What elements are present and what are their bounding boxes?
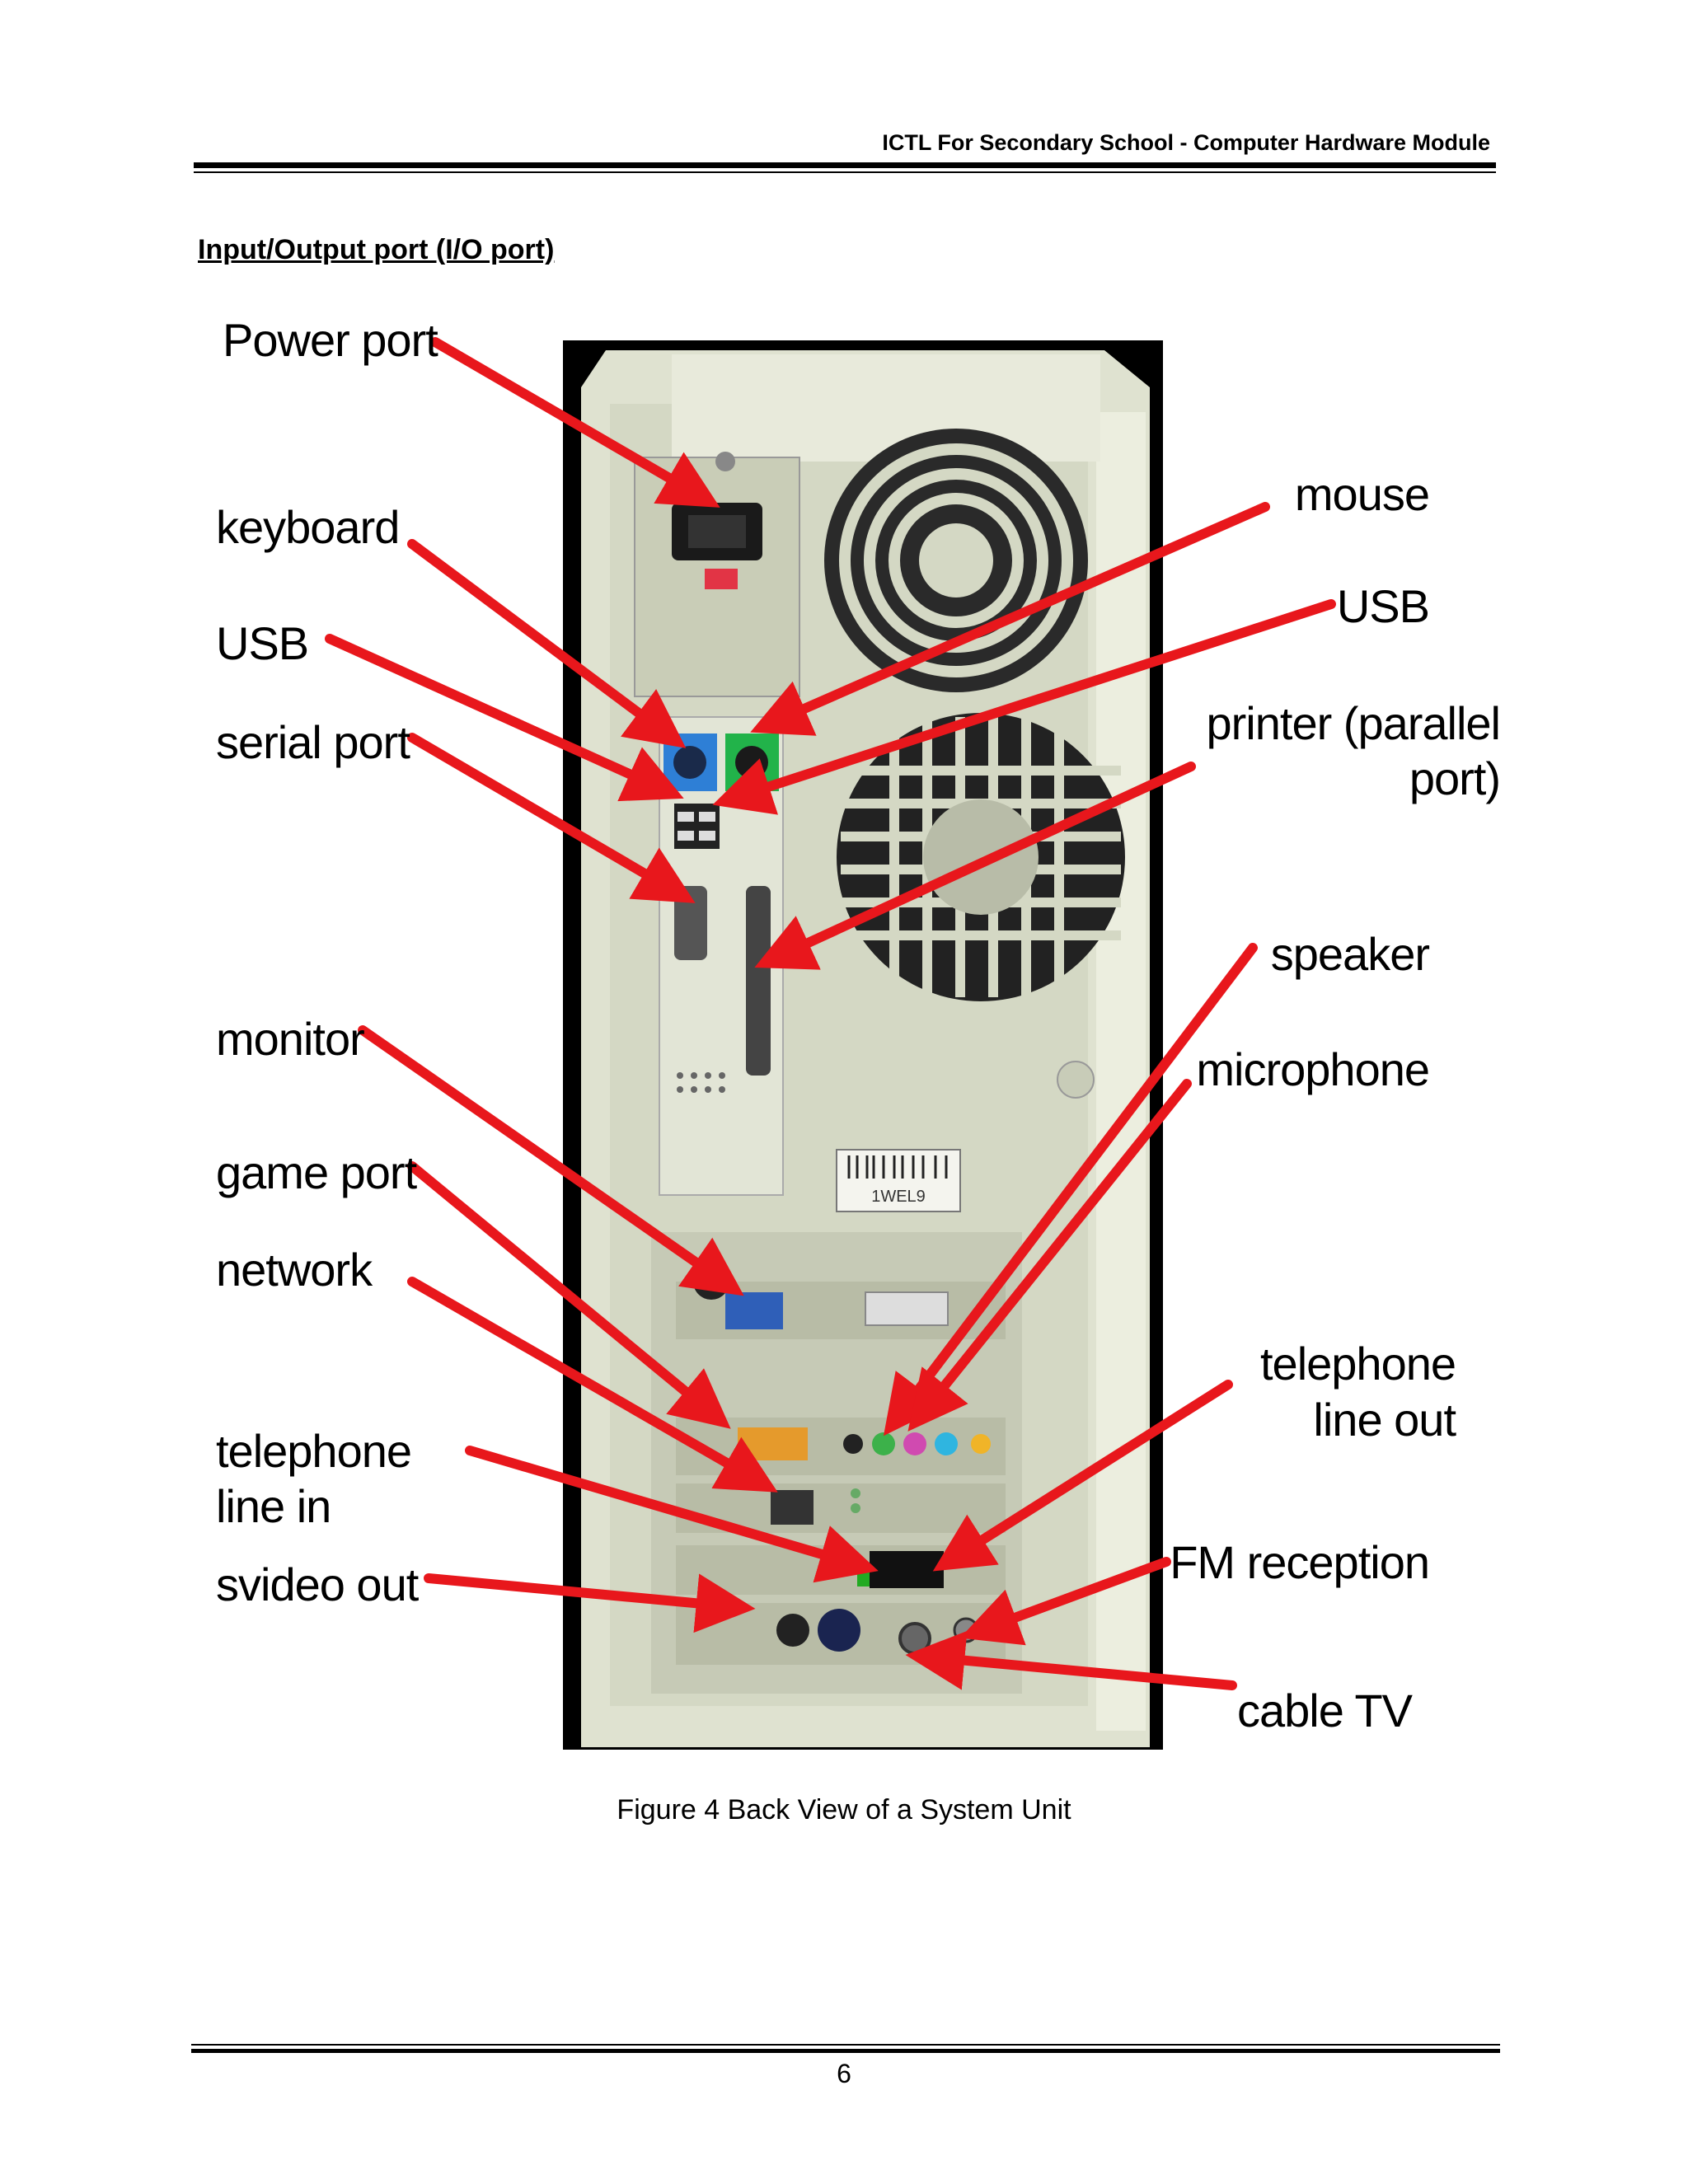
label-telephone-line-out-1: telephone (1259, 1338, 1456, 1390)
label-usb-left: USB (216, 617, 309, 669)
label-network: network (216, 1244, 373, 1296)
fan-top-icon (824, 429, 1088, 692)
power-switch (705, 569, 738, 589)
label-cable-tv: cable TV (1237, 1685, 1413, 1736)
label-fm-reception: FM reception (1170, 1536, 1430, 1588)
label-game-port: game port (216, 1146, 417, 1198)
header-rule-thin (194, 171, 1496, 173)
fan-grid-icon (837, 713, 1125, 1001)
barcode-text: 1WEL9 (871, 1188, 926, 1206)
label-monitor: monitor (216, 1013, 365, 1065)
arrow-telephone-line-in (465, 1446, 879, 1583)
label-keyboard: keyboard (216, 501, 400, 553)
section-title: Input/Output port (I/O port) (198, 234, 555, 265)
arrow-serial-port (407, 733, 696, 903)
label-telephone-line-in-2: line in (216, 1480, 331, 1532)
label-printer-1: printer (parallel (1206, 697, 1501, 749)
arrow-printer (754, 762, 1196, 970)
label-speaker: speaker (1270, 928, 1430, 980)
case-knob (1057, 1061, 1095, 1099)
arrow-game-port (407, 1161, 731, 1429)
label-microphone: microphone (1196, 1043, 1430, 1095)
arrow-network (407, 1277, 778, 1493)
usb-ports (674, 804, 720, 849)
label-telephone-line-in-1: telephone (216, 1425, 412, 1477)
parallel-port (746, 886, 771, 1076)
arrow-mouse (750, 502, 1270, 736)
footer-rule-thick (191, 2049, 1500, 2053)
arrow-cable-tv (905, 1630, 1237, 1690)
arrow-monitor (358, 1025, 744, 1296)
arrow-telephone-line-out (932, 1380, 1233, 1572)
arrow-fm-reception (959, 1557, 1171, 1646)
label-power-port: Power port (223, 314, 438, 366)
page-number: 6 (837, 2059, 851, 2088)
label-printer-2: port) (1409, 752, 1501, 804)
header-rule-thick (194, 162, 1496, 168)
arrow-svideo-out (424, 1573, 756, 1633)
case-right-panel (1096, 412, 1146, 1731)
label-svideo-out: svideo out (216, 1558, 419, 1610)
top-panel (672, 354, 1100, 462)
label-usb-right: USB (1336, 580, 1430, 632)
running-header: ICTL For Secondary School - Computer Har… (882, 130, 1490, 155)
arrow-usb-left (325, 634, 684, 802)
footer-rule-thin (191, 2044, 1500, 2046)
label-mouse: mouse (1294, 468, 1430, 520)
arrow-microphone (907, 1079, 1192, 1432)
arrow-power-port (430, 337, 720, 508)
arrow-speaker (883, 943, 1258, 1436)
figure-caption: Figure 4 Back View of a System Unit (617, 1794, 1071, 1825)
label-serial-port: serial port (216, 716, 410, 768)
arrow-usb-right (712, 599, 1336, 815)
arrow-keyboard (407, 539, 687, 748)
label-telephone-line-out-2: line out (1313, 1394, 1456, 1446)
serial-port (674, 886, 707, 960)
